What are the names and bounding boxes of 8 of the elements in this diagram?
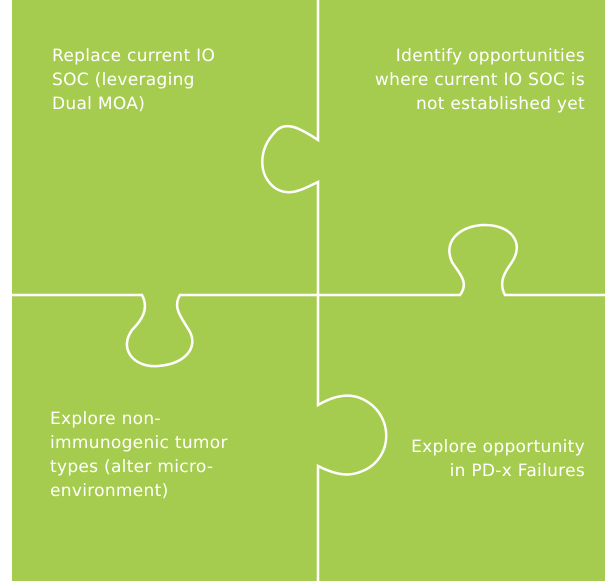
piece-text: Explore non-immunogenic tumor types (alter micro-environment)	[50, 408, 229, 503]
puzzle-piece	[12, 295, 318, 581]
puzzle-piece	[12, 0, 318, 295]
piece-text: Explore opportunity in PD-x Failures	[410, 436, 585, 483]
piece-text: Identify opportunities where current IO SOC is not established yet	[374, 45, 585, 116]
piece-text: Replace current IO SOC (leveraging Dual MOA)	[52, 45, 216, 116]
puzzle-piece	[318, 0, 605, 295]
puzzle-piece	[318, 295, 605, 581]
